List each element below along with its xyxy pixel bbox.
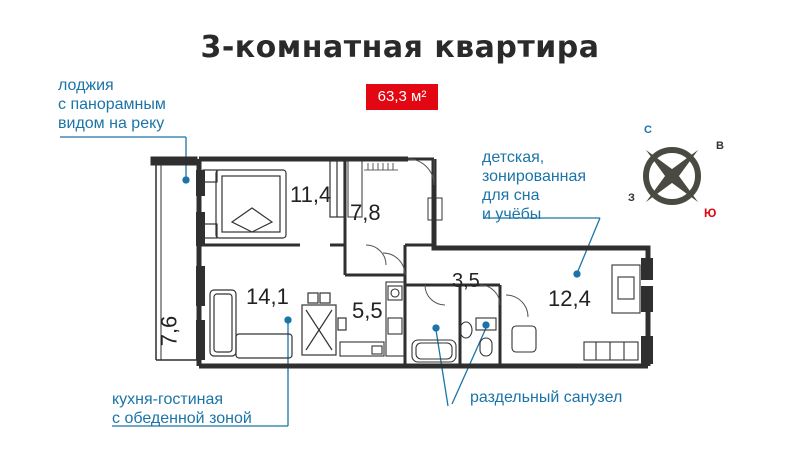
- callout-leaders: [60, 136, 601, 427]
- compass-east-label: В: [716, 140, 724, 152]
- kitchen-furniture: [339, 281, 405, 357]
- compass-west-label: З: [628, 192, 635, 204]
- windows: [196, 170, 653, 364]
- bathroom-fixtures: [411, 317, 497, 363]
- room-area-hall: 7,8: [350, 200, 381, 225]
- compass-north-label: С: [644, 124, 652, 136]
- room-area-bath: 3,5: [452, 270, 480, 292]
- room-area-loggia: 7,6: [156, 315, 182, 347]
- compass-icon: [643, 147, 701, 205]
- room-area-living: 14,1: [246, 284, 289, 309]
- callout-bathroom: раздельный санузел: [470, 389, 623, 406]
- callout-loggia: лоджия с панорамным видом на реку: [58, 77, 166, 132]
- callout-living-kitchen: кухня-гостиная с обеденной зоной: [112, 391, 252, 427]
- interior-walls: [199, 157, 502, 366]
- living-furniture: [209, 289, 347, 359]
- room-area-bedroom: 11,4: [290, 182, 332, 207]
- kids-furniture: [511, 264, 641, 361]
- area-badge: 63,3 м²: [366, 84, 438, 110]
- plan-title: 3-комнатная квартира: [200, 30, 600, 65]
- room-area-kids: 12,4: [548, 286, 591, 311]
- compass-south-label: Ю: [704, 206, 717, 220]
- room-area-kitchen: 5,5: [352, 298, 383, 323]
- exterior-walls: [196, 156, 651, 369]
- bedroom-furniture: [202, 160, 345, 239]
- doors: [365, 158, 529, 318]
- callout-kids-room: детская, зонированная для сна и учёбы: [482, 149, 587, 223]
- hall-wardrobe: [347, 160, 443, 221]
